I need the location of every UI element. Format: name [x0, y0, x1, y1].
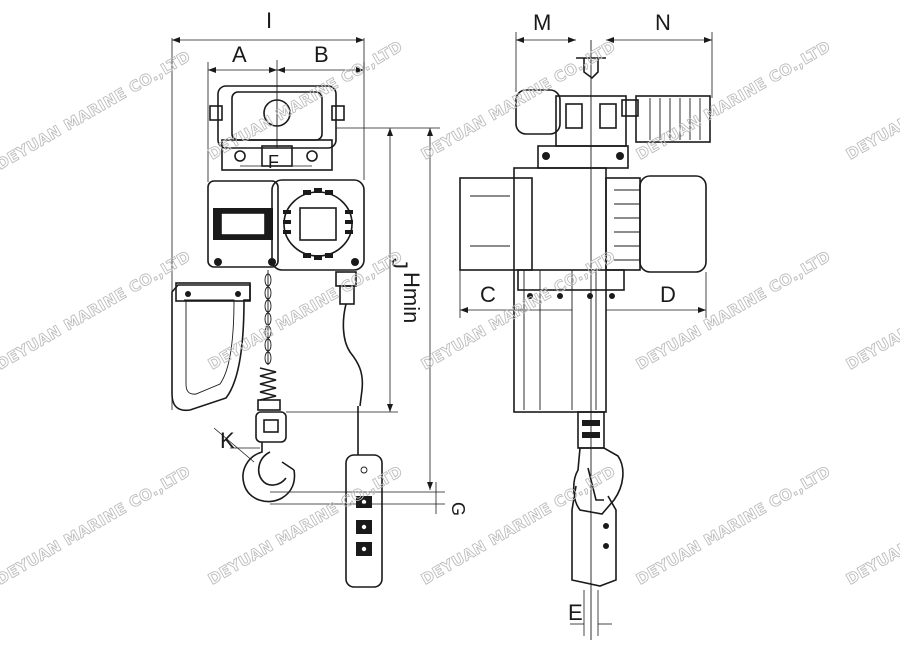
dim-label-G: G — [448, 502, 468, 516]
dim-label-B: B — [314, 42, 329, 67]
watermark-text: DEYUAN MARINE CO.,LTD — [0, 462, 194, 588]
dim-label-K: K — [220, 428, 235, 453]
watermark-text: DEYUAN MARINE CO.,LTD — [0, 247, 194, 373]
watermark-text: DEYUAN MARINE CO.,LTD — [633, 462, 834, 588]
dim-label-M: M — [533, 10, 551, 35]
dim-label-N: N — [655, 10, 671, 35]
dim-label-I: I — [266, 8, 272, 33]
dim-label-J: J — [387, 258, 412, 269]
dim-label-F: F — [268, 152, 279, 172]
watermark-text: DEYUAN MARINE CO.,LTD — [633, 37, 834, 163]
hook — [242, 411, 296, 503]
watermark-text: DEYUAN MARINE CO.,LTD — [843, 247, 900, 373]
watermark-text: DEYUAN MARINE CO.,LTD — [205, 247, 406, 373]
watermark-text: DEYUAN MARINE CO.,LTD — [418, 462, 619, 588]
dim-label-E: E — [568, 600, 583, 625]
watermark-text: DEYUAN MARINE CO.,LTD — [843, 462, 900, 588]
load-chain — [257, 270, 281, 411]
watermark-text: DEYUAN MARINE CO.,LTD — [418, 37, 619, 163]
front-dimensions — [171, 37, 445, 514]
side-dimensions — [459, 32, 713, 636]
watermark-text: DEYUAN MARINE CO.,LTD — [418, 247, 619, 373]
front-view: I A B F J Hmin K G — [171, 8, 468, 588]
watermark-text: DEYUAN MARINE CO.,LTD — [0, 47, 194, 173]
watermark-text: DEYUAN MARINE CO.,LTD — [205, 462, 406, 588]
dim-label-Hmin: Hmin — [399, 272, 424, 323]
side-view: M N C D E — [459, 10, 713, 640]
dim-label-C: C — [480, 282, 496, 307]
pendant-control — [335, 271, 383, 588]
dim-label-D: D — [660, 282, 676, 307]
watermark-text: DEYUAN MARINE CO.,LTD — [843, 37, 900, 163]
dim-label-A: A — [232, 42, 247, 67]
